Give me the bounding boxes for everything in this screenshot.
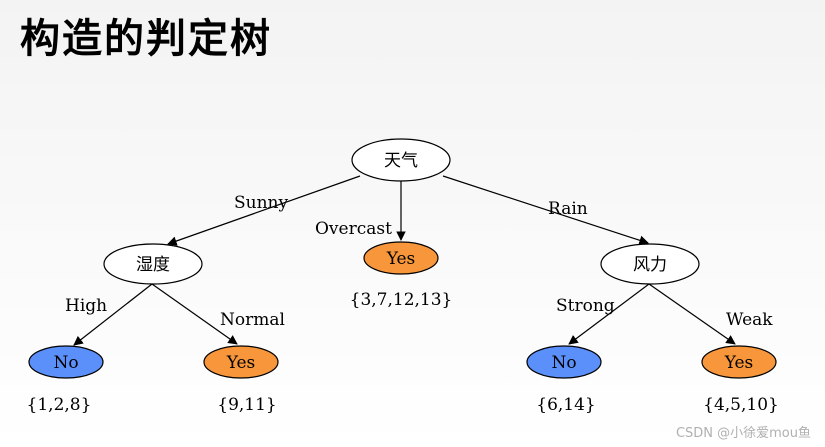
edge-label-strong: Strong [556,296,615,316]
leaf-overcast-label: Yes [386,249,416,269]
edge-label-overcast: Overcast [315,219,392,239]
set-overcast: {3,7,12,13} [350,290,453,310]
watermark: CSDN @小徐爱mou鱼 [675,426,811,441]
edge-label-high: High [65,296,107,316]
leaf-high-label: No [53,353,78,373]
leaf-weak-yes: Yes [701,345,777,379]
node-humidity-label: 湿度 [136,255,170,275]
leaf-strong-label: No [551,353,576,373]
edge-label-normal: Normal [220,310,285,330]
set-high: {1,2,8} [27,395,92,415]
node-humidity: 湿度 [103,243,203,285]
leaf-normal-yes: Yes [203,345,279,379]
leaf-high-no: No [28,345,104,379]
set-normal: {9,11} [217,395,276,415]
edge-humidity-high [73,283,153,346]
leaf-weak-label: Yes [724,353,754,373]
edge-label-rain: Rain [548,199,588,219]
leaf-normal-label: Yes [226,353,256,373]
leaf-strong-no: No [526,345,602,379]
leaf-overcast-yes: Yes [363,241,439,275]
edge-wind-strong [568,283,650,345]
edge-wind-weak [648,283,736,345]
edge-root-humidity [167,175,361,246]
edge-root-wind [442,175,649,245]
node-root: 天气 [351,138,451,182]
node-wind: 风力 [600,243,700,285]
edge-label-sunny: Sunny [234,193,288,213]
edge-label-weak: Weak [726,310,773,330]
node-wind-label: 风力 [633,255,667,275]
node-root-label: 天气 [384,151,418,171]
edge-humidity-normal [151,283,238,345]
set-weak: {4,5,10} [703,395,779,415]
page-title: 构造的判定树 [20,16,272,62]
set-strong: {6,14} [536,395,595,415]
